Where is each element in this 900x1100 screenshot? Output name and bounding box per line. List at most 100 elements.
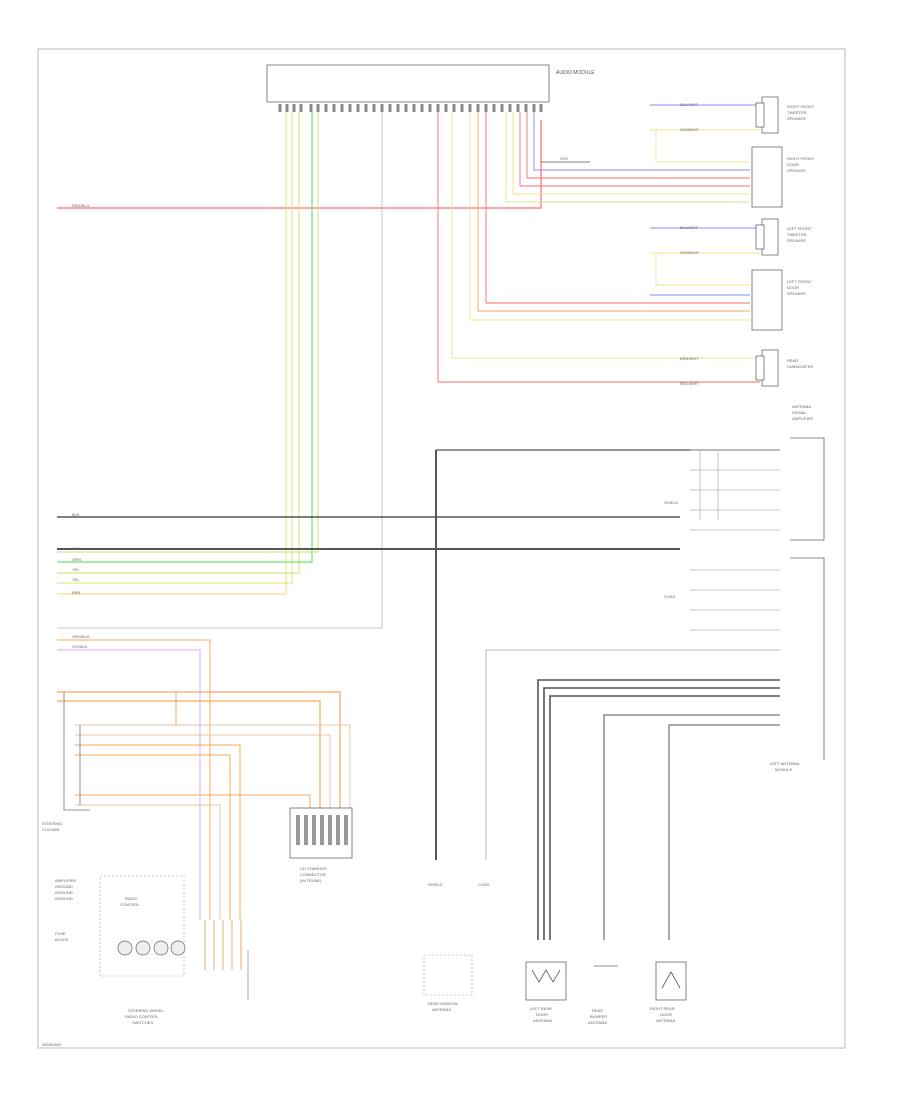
lf-door-label-2: DOOR [787,285,799,290]
cd-changer-pin [304,815,308,845]
lf-tweeter-label-1: LEFT FRONT [787,226,812,231]
wire-label-gry: GRY [560,156,569,161]
fuse-block: RADIO CONTROL FUSE BLOCK [55,875,186,977]
antenna-amp-label-2: SIGNAL [792,410,807,415]
rear-window-label-1: REAR WINDOW [428,1001,458,1006]
wire-label-shield2: SHIELD [428,882,443,887]
rear-window-label-2: ANTENNA [432,1007,451,1012]
lf-door-speaker: LEFT FRONT DOOR SPEAKER [751,269,812,331]
module-pin [299,104,303,112]
wire-21 [57,112,300,574]
lf-tweeter-label-2: TWEETER [787,232,807,237]
wire-label-coax: COAX [664,594,676,599]
wire-20 [57,112,293,584]
wire-13 [485,112,750,304]
rf-door-label-1: RIGHT FRONT [787,156,815,161]
module-pin [285,104,289,112]
bumper-label-2: BUMPER [590,1014,607,1019]
module-pin [364,104,368,112]
antenna-amp-label-1: ANTENNA [792,404,811,409]
rf-tweeter-label-3: SPEAKER [787,116,806,121]
steering-column-connector: STEERING COLUMN [42,821,62,832]
rf-door-label-3: SPEAKER [787,168,806,173]
amplifier-grounds: AMPLIFIER GROUND GROUND GROUND [55,878,76,901]
wire-3 [655,130,750,163]
module-pin [324,104,328,112]
cd-changer-label-1: CD CHANGER [300,866,327,871]
steering-wheel-controls: STEERING WHEEL RADIO CONTROL SWITCHES [125,1008,165,1025]
wire-red-feed [57,120,542,209]
wire-14 [477,112,750,312]
wire-label-brn: BRN [72,590,81,595]
wire-5 [526,112,750,179]
module-pin [532,104,536,112]
lf-antenna-label-1: LEFT ANTENNA [770,761,800,766]
wire-36 [57,700,321,808]
cd-changer-pin [312,815,316,845]
module-pin [500,104,504,112]
rf-tweeter-label-2: TWEETER [787,110,807,115]
module-pin [380,104,384,112]
wire-42 [75,804,221,920]
module-pin [492,104,496,112]
amp-ground-label-4: GROUND [55,896,73,901]
rf-tweeter: RIGHT FRONT TWEETER SPEAKER [755,96,815,134]
fuse-title-1: RADIO [125,896,138,901]
bumper-label-1: REAR [592,1008,603,1013]
module-pin [444,104,448,112]
module-pin [340,104,344,112]
module-pin [348,104,352,112]
wire-label-shield: SHIELD [664,500,679,505]
lr-door-antenna: LEFT REAR DOOR ANTENNA [525,961,567,1023]
module-pin [468,104,472,112]
wire-34 [57,649,201,920]
lf-tweeter-label-3: SPEAKER [787,238,806,243]
wire-label-red: RED/BLU [72,203,89,208]
module-pin [396,104,400,112]
wire-label-blu-wht2: BLU/WHT [680,225,699,230]
wire-15 [469,112,750,321]
module-pin [420,104,424,112]
module-pin [278,104,282,112]
steering-column-label-1: STEERING [42,821,62,826]
module-pin [476,104,480,112]
module-pin [452,104,456,112]
wire-16 [451,112,760,359]
rr-door-antenna: RIGHT REAR DOOR ANTENNA [650,961,687,1023]
wire-30 [549,695,780,940]
wire-label-yel2: YEL [72,577,80,582]
module-pin [484,104,488,112]
steering-controls-label-1: STEERING WHEEL [128,1008,165,1013]
rear-speaker-label-1: REAR [787,358,798,363]
lf-antenna-label-2: MODULE [775,767,792,772]
rf-tweeter-label-1: RIGHT FRONT [787,104,815,109]
module-pin [388,104,392,112]
rf-door-label-2: DOOR [787,162,799,167]
rear-speaker-label-2: SUBWOOFER [787,364,813,369]
module-pin [436,104,440,112]
lf-tweeter: LEFT FRONT TWEETER SPEAKER [755,218,812,256]
module-pin [316,104,320,112]
module-pin [539,104,543,112]
wire-8 [505,112,750,203]
wire-label-blk2: BLK [72,546,80,551]
wire-19 [57,112,287,595]
cd-changer-label-3: (IN TRUNK) [300,878,322,883]
module-pin [292,104,296,112]
wire-layer [57,104,780,1000]
cd-changer-label-2: CONNECTOR [300,872,326,877]
module-pin [516,104,520,112]
rr-door-label-2: DOOR [660,1012,672,1017]
amp-ground-label-3: GROUND [55,890,73,895]
wire-22 [57,112,313,563]
cd-changer-pin [296,815,300,845]
module-pin [309,104,313,112]
rf-door-speaker: RIGHT FRONT DOOR SPEAKER [751,146,815,208]
steering-controls-label-2: RADIO CONTROL [125,1014,159,1019]
wire-38 [75,734,331,808]
wire-label-red-wht: RED/WHT [680,381,699,386]
wire-6 [519,112,750,187]
wire-33 [57,639,211,920]
cd-changer-pin [328,815,332,845]
wire-7 [512,112,750,195]
